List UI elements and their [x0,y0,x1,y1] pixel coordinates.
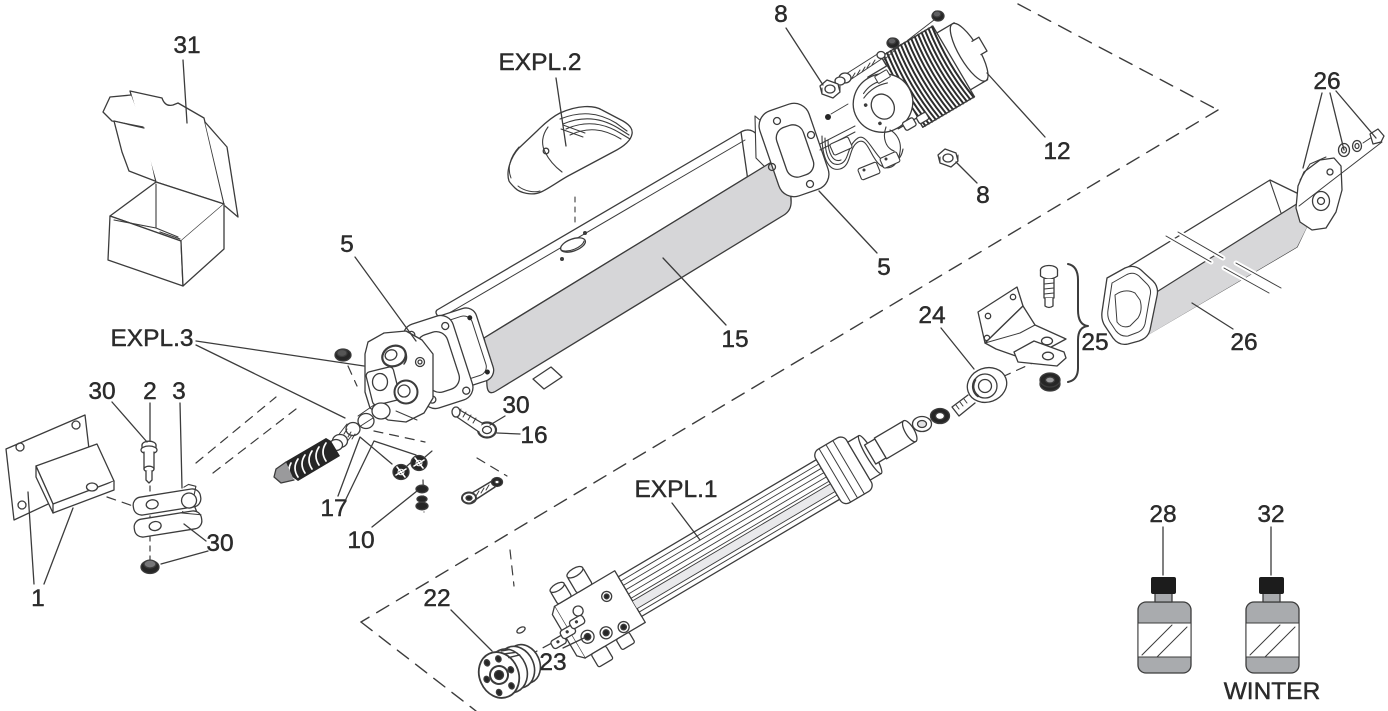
svg-text:32: 32 [1257,501,1284,528]
svg-text:16: 16 [520,422,547,449]
svg-text:22: 22 [423,585,450,612]
svg-text:2: 2 [143,378,157,405]
svg-text:EXPL.2: EXPL.2 [498,49,581,76]
svg-text:8: 8 [774,1,788,28]
svg-text:23: 23 [539,649,566,676]
svg-text:28: 28 [1149,501,1176,528]
svg-text:EXPL.3: EXPL.3 [110,325,193,352]
svg-text:EXPL.1: EXPL.1 [634,476,717,503]
svg-text:8: 8 [976,182,990,209]
svg-text:12: 12 [1043,138,1070,165]
svg-text:30: 30 [88,378,115,405]
svg-text:30: 30 [502,392,529,419]
svg-text:3: 3 [172,378,186,405]
svg-text:1: 1 [31,585,45,612]
svg-text:15: 15 [721,326,748,353]
svg-text:10: 10 [347,527,374,554]
svg-text:5: 5 [340,231,354,258]
svg-text:31: 31 [173,32,200,59]
svg-text:30: 30 [206,530,233,557]
svg-text:24: 24 [918,302,945,329]
svg-text:25: 25 [1081,329,1108,356]
svg-text:WINTER: WINTER [1224,678,1321,705]
svg-text:17: 17 [320,495,347,522]
svg-text:5: 5 [877,254,891,281]
svg-text:26: 26 [1230,329,1257,356]
